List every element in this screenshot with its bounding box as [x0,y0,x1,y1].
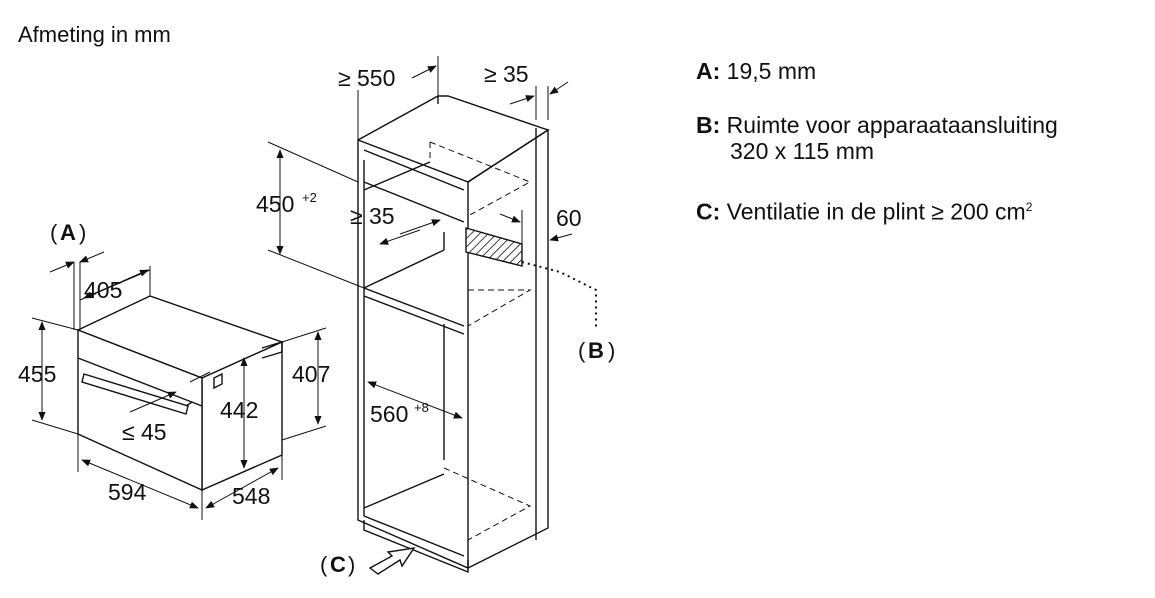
dim-inner-35: ≥ 35 [350,203,395,229]
legend-c-sup: 2 [1025,200,1033,214]
dim-handle-45: ≤ 45 [122,419,167,445]
legend-c-key: C: [696,198,721,225]
legend-b-text-line1: Ruimte voor apparaataansluiting [726,112,1058,138]
ventilation-arrow [368,547,416,575]
dim-407: 407 [292,361,330,387]
legend-a-text: 19,5 mm [726,58,817,84]
dim-60: 60 [556,205,582,231]
label-c-open: ( [320,552,328,577]
dim-550: ≥ 550 [338,65,395,91]
legend-b-key: B: [696,112,721,138]
cabinet-drawing [357,95,550,574]
dim-594: 594 [108,479,147,505]
cabinet-dimensions [267,56,573,419]
dim-450: 450 [256,191,294,217]
dim-548: 548 [232,483,270,509]
dim-405: 405 [84,277,122,303]
dim-560: 560 [370,401,408,427]
label-b-letter: B [588,338,604,363]
oven-dimensions [31,251,327,520]
legend-c-text: Ventilatie in de plint ≥ 200 cm [726,198,1026,225]
label-b-close: ) [608,338,615,363]
label-c-close: ) [348,552,355,577]
dim-455: 455 [18,361,56,387]
label-a-close: ) [79,220,86,245]
connection-leader [521,261,597,330]
legend-a: A: 19,5 mm [696,58,816,84]
oven-drawing [76,295,284,492]
label-b-open: ( [578,338,586,363]
dim-442: 442 [220,397,258,423]
label-a-open: ( [50,220,58,245]
diagram-title: Afmeting in mm [18,22,171,47]
dim-top-35: ≥ 35 [484,61,529,87]
legend-b-text-line2: 320 x 115 mm [730,138,875,164]
dim-450-sup: +2 [302,190,317,205]
legend-c: C: Ventilatie in de plint ≥ 200 cm2 [696,194,1032,225]
connection-area [465,227,523,267]
dim-560-sup: +8 [414,400,429,415]
label-c-letter: C [330,552,346,577]
legend-b: B: Ruimte voor apparaataansluiting 320 x… [696,112,1058,164]
legend-a-key: A: [696,58,721,84]
label-a-letter: A [60,220,76,245]
